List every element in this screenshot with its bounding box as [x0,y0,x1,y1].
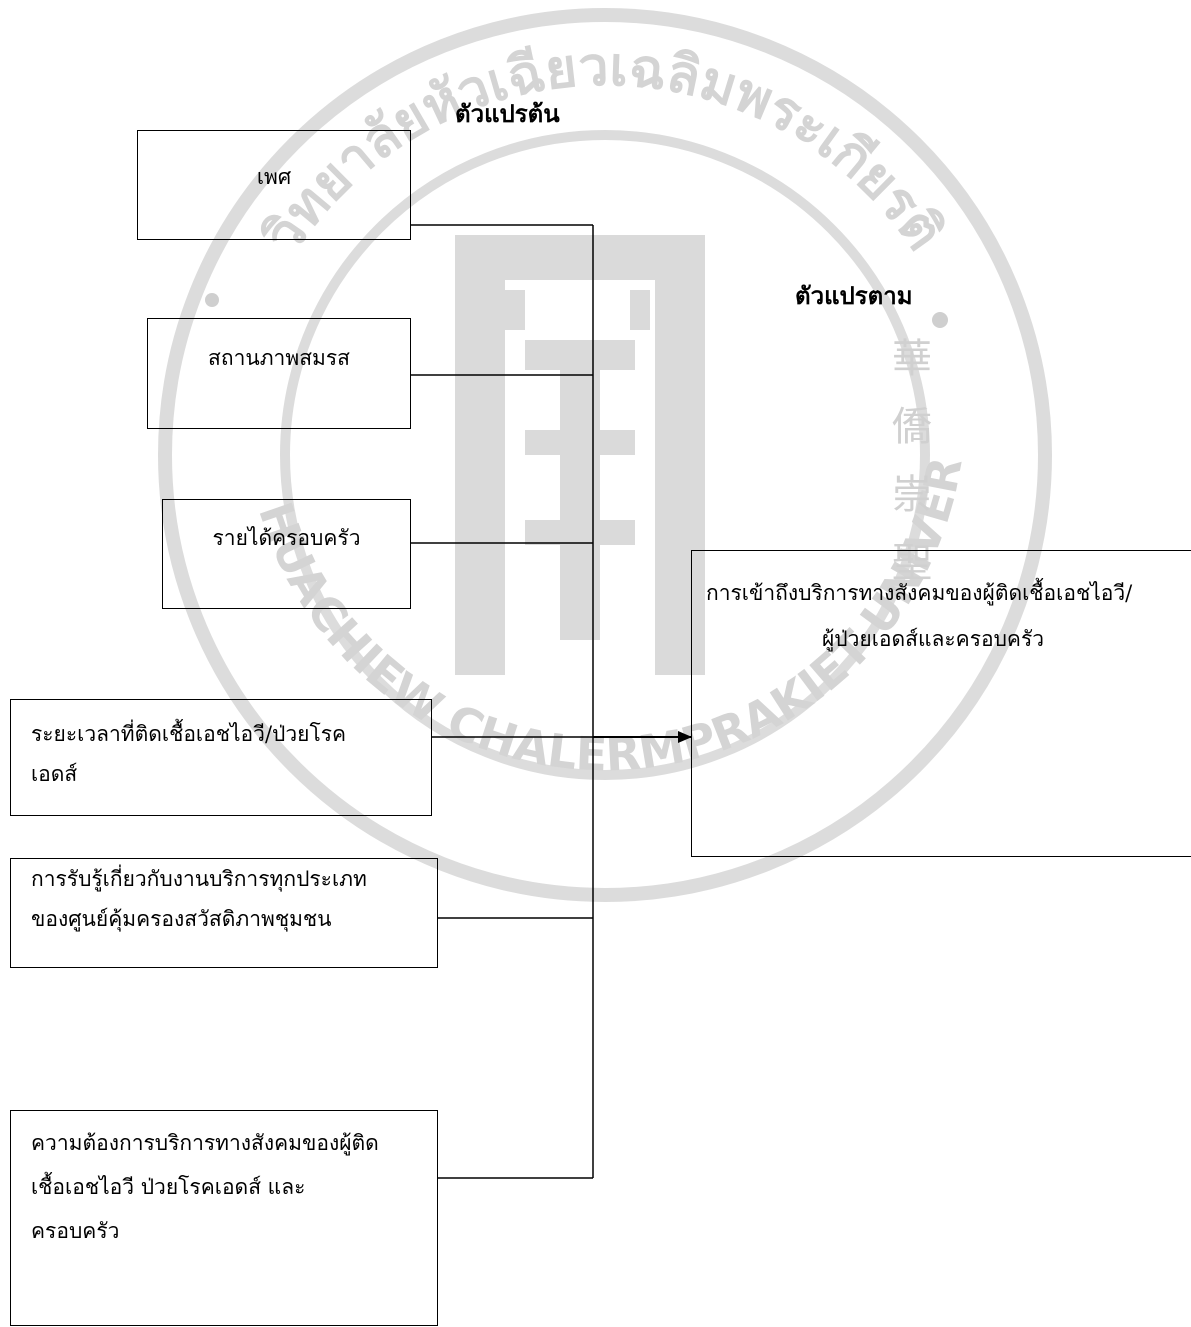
dependent-variable-line-2: ผู้ป่วยเอดส์และครอบครัว [822,627,1045,651]
box-service-perception: การรับรู้เกี่ยวกับงานบริการทุกประเภท ของ… [10,858,438,968]
watermark-dot-right [932,312,948,328]
box-social-service-needs: ความต้องการบริการทางสังคมของผู้ติด เชื้อ… [10,1110,438,1326]
box-infection-duration-label: ระยะเวลาที่ติดเชื้อเอชไอวี/ป่วยโรค เอดส์ [31,722,347,786]
box-marital-status: สถานภาพสมรส [147,318,411,429]
box-service-perception-label: การรับรู้เกี่ยวกับงานบริการทุกประเภท ของ… [31,867,367,931]
box-marital-status-label: สถานภาพสมรส [208,346,350,370]
box-social-service-needs-label: ความต้องการบริการทางสังคมของผู้ติด เชื้อ… [31,1131,379,1243]
independent-variable-heading: ตัวแปรต้น [455,99,560,128]
dependent-variable-line-1: การเข้าถึงบริการทางสังคมของผู้ติดเชื้อเอ… [706,581,1133,605]
watermark-dot-left [205,293,219,307]
dependent-variable-heading: ตัวแปรตาม [795,281,913,310]
box-gender-label: เพศ [256,165,292,189]
watermark-char-2: 僑 [892,404,932,450]
box-dependent-variable: การเข้าถึงบริการทางสังคมของผู้ติดเชื้อเอ… [691,550,1191,857]
box-family-income: รายได้ครอบครัว [162,499,411,609]
box-infection-duration: ระยะเวลาที่ติดเชื้อเอชไอวี/ป่วยโรค เอดส์ [10,699,432,816]
watermark-emblem [455,235,705,675]
watermark-chinese-characters: 華 僑 崇 聖 [892,336,932,586]
watermark-char-3: 崇 [892,472,932,518]
box-family-income-label: รายได้ครอบครัว [212,526,361,550]
box-gender: เพศ [137,130,411,240]
watermark-char-1: 華 [892,336,932,382]
